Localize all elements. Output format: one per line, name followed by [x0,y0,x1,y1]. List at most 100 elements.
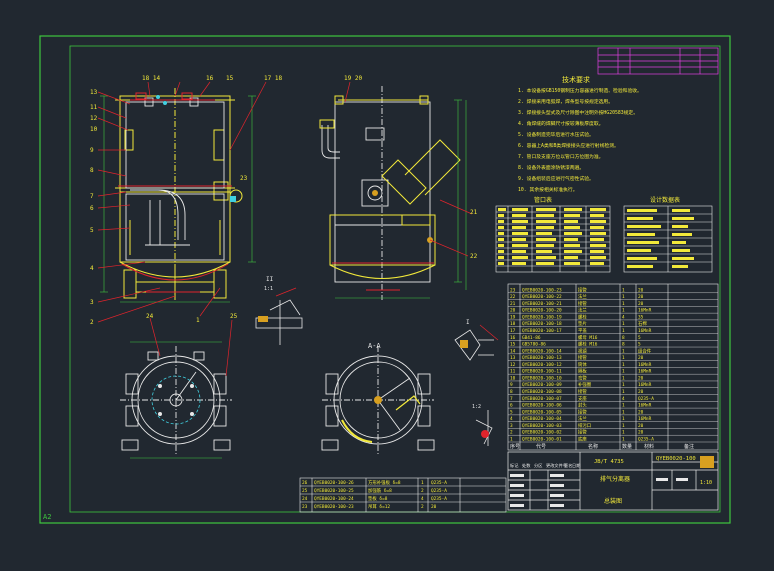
parts-cell: QYEB0020-100-02 [522,430,562,436]
nozzle-table: 管口表 [495,196,611,273]
parts-cell: 9 [510,382,513,388]
parts-cell: 4 [622,396,625,402]
parts-cell: QYEB0020-100-21 [522,301,562,307]
label-11: 11 [90,104,98,111]
label-22: 22 [470,253,478,260]
parts-cell: 22 [510,294,516,300]
lower-part-cell: 20 [431,504,437,510]
parts-cell: Q235-A [638,396,654,402]
parts-header-cell: 名称 [588,443,598,450]
parts-cell: QYEB0020-100-03 [522,423,562,429]
parts-cell: QYEB0020-100-11 [522,369,562,375]
parts-cell: QYEB0020-100-13 [522,355,562,361]
tech-req-line: 5. 设备制造完毕后进行水压试验。 [518,131,594,138]
parts-cell: 19 [510,314,516,320]
parts-cell: 20 [638,375,644,381]
parts-cell: 18 [510,321,516,327]
label-8: 8 [90,167,94,174]
parts-cell: QYEB0020-100-22 [522,294,562,300]
title-block: JB/T 4735 QYEB0020-100 排气分离器 总装图 1:10 标记… [507,451,719,511]
label-1: 1 [196,317,200,324]
parts-cell: QYEB0020-100-23 [522,287,562,293]
parts-header-cell: 数量 [622,443,632,450]
label-12: 12 [90,115,98,122]
parts-header-cell: 材料 [644,443,654,450]
tech-req-line: 6. 容器上A类和B类焊接接头应进行射线检测。 [518,142,619,149]
parts-cell: 8 [622,342,625,348]
parts-cell: 8 [622,335,625,341]
label-5: 5 [90,227,94,234]
parts-cell: QYEB0020-100-14 [522,348,562,354]
parts-cell: 封头 [578,402,587,409]
revision-cell: 日期 [572,463,580,469]
label-18-14: 18 14 [142,75,160,82]
title-drawing-no: QYEB0020-100 [656,456,696,462]
parts-cell: 1 [622,301,625,307]
parts-cell: 螺栓 [578,313,587,320]
parts-cell: 1 [622,375,625,381]
lower-part-cell: 25 [302,488,308,494]
parts-cell: 视镜 [578,347,587,354]
label-21: 21 [470,209,478,216]
detail-ii-scale: 1:1 [264,286,273,292]
revision-cell: 处数 [522,462,531,469]
section-a-a-label: A-A [368,342,381,350]
detail-i-label: I [466,319,470,326]
tech-req-line: 7. 管口及支座方位以管口方位图为准。 [518,153,603,160]
parts-cell: 16 [510,335,516,341]
parts-cell: 1 [622,409,625,415]
parts-cell: QYEB0020-100-10 [522,375,562,381]
parts-cell: 螺母 M16 [578,334,598,341]
front-view: 18 14 16 15 17 18 13 11 12 10 9 8 7 6 5 … [90,75,282,326]
outer-frame [39,35,731,524]
parts-cell: 16MnR [638,382,652,388]
parts-cell: 5 [638,335,641,341]
parts-cell: QYEB0020-100-18 [522,321,562,327]
parts-cell: QYEB0020-100-07 [522,396,562,402]
revision-cells: 标记 处数 分区 更改文件号 签名 日期 [510,462,580,469]
parts-cell: 接管 [578,408,587,415]
nozzle-table-title: 管口表 [534,196,552,204]
parts-header-cell: 代号 [536,443,546,450]
revision-cell: 分区 [534,462,542,469]
sheet-size-label: A2 [43,513,51,521]
revision-cell: 标记 [510,462,519,469]
parts-cell: 排污口 [578,422,591,429]
parts-cell: 17 [510,328,516,334]
parts-header-cell: 备注 [684,443,694,450]
title-name: 排气分离器 [600,475,630,483]
tech-req-title: 技术要求 [562,75,590,84]
parts-cell: 法兰 [578,293,587,300]
lower-part-cell: Q235-A [431,496,447,502]
parts-cell: 接管 [578,354,587,361]
label-19-20: 19 20 [344,75,362,82]
parts-cell: 1 [622,294,625,300]
lower-part-cell: 方形补强板 δ=8 [368,479,401,486]
parts-cell: 16MnR [638,328,652,334]
parts-cell: 补强圈 [578,381,592,388]
tech-req-line: 2. 焊接采用电弧焊，焊条型号按规定选用。 [518,98,613,105]
tech-req-line: 3. 焊接接头型式及尺寸除图中注明外按HG20583规定。 [518,109,638,116]
parts-cell: 1 [622,369,625,375]
parts-cell: QYEB0020-100-17 [522,328,562,334]
parts-cell: QYEB0020-100-06 [522,403,562,409]
tech-req-line: 1. 本设备按GB150钢制压力容器进行制造、检验和验收。 [518,87,642,94]
parts-cell: 6 [510,403,513,409]
parts-cell: 1 [622,321,625,327]
plan-view: 24 25 [120,313,238,459]
lower-part-cell: Q235-A [431,480,447,486]
parts-cell: 23 [510,287,516,293]
parts-cell: 16MnR [638,308,652,314]
lower-part-cell: 24 [302,496,308,502]
parts-cell: 1 [622,355,625,361]
parts-cell: 垫片 [578,320,587,327]
parts-cell: Q235-A [638,437,654,443]
parts-cell: 1 [622,430,625,436]
title-scale: 1:10 [700,480,712,486]
parts-cell: 14 [510,348,516,354]
parts-cell: 20 [638,355,644,361]
parts-cell: 1 [622,308,625,314]
lower-part-cell: 4 [421,496,424,502]
label-3: 3 [90,299,94,306]
